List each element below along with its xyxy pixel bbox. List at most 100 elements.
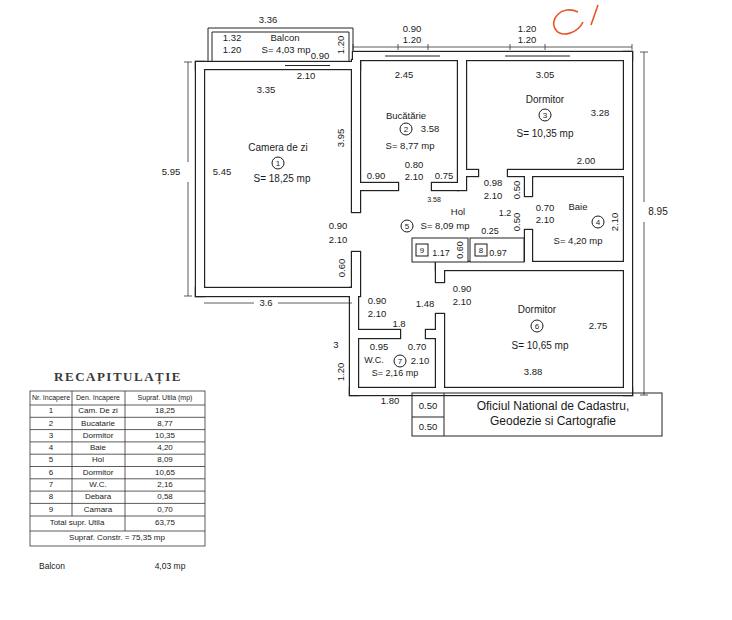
- window-mark: [285, 65, 330, 66]
- room-text: S= 2,16 mp: [372, 369, 418, 378]
- table-cell: 10,65: [155, 468, 175, 476]
- dimension-label: 1.20: [518, 24, 537, 34]
- table-cell: Total supr. Utila: [50, 519, 105, 527]
- window-mark: [505, 56, 570, 57]
- table-cell: 18,25: [155, 407, 175, 415]
- table-cell: 2: [49, 419, 53, 427]
- table-cell: 7: [49, 481, 53, 489]
- dimension-label: 2.10: [610, 213, 620, 232]
- dimension-label: 0.25: [481, 227, 499, 236]
- dimension-label: 5.45: [213, 167, 232, 177]
- room-text: W.C.: [364, 356, 384, 365]
- window-mark: [385, 56, 440, 57]
- dimension-label: 2.10: [484, 191, 503, 201]
- dimension-label: 2.10: [536, 215, 555, 225]
- dimension-label: 3.88: [524, 367, 543, 377]
- wall-outline: [196, 52, 632, 395]
- dimension-label: 0.80: [405, 160, 424, 170]
- dimension-label: 1.20: [518, 35, 537, 45]
- dimension-label: 3.35: [257, 85, 276, 95]
- table-grid: [30, 391, 205, 546]
- dimension-label: 2.00: [577, 156, 596, 166]
- dimension-label: 0.90: [453, 284, 472, 294]
- dimension-label: 0.90: [329, 221, 348, 231]
- dimension-label: 0.50: [512, 213, 522, 232]
- pen-mark: [554, 5, 598, 34]
- room-text: S= 10,65 mp: [512, 341, 569, 352]
- table-cell: 9: [49, 505, 53, 513]
- table-cell: Dormitor: [83, 468, 114, 476]
- dimension-label: 0.70: [536, 203, 555, 213]
- room-text: Dormitor: [518, 305, 556, 316]
- dimension-label: 0.70: [408, 342, 427, 352]
- room-text: S= 4,03 mp: [262, 45, 311, 55]
- room-text: Baie: [568, 202, 587, 212]
- balcony-outline: [208, 28, 353, 62]
- table-cell: Bucatarie: [81, 419, 115, 427]
- table-cell: 3: [49, 432, 53, 440]
- dimension-label: 1.20: [403, 35, 422, 45]
- dimension-label: 1.17: [432, 249, 450, 258]
- dimension-label: 0.60: [337, 259, 347, 278]
- room-number: 6: [531, 320, 544, 333]
- stamp-box: [412, 393, 662, 436]
- dimension-label: 2.10: [453, 297, 472, 307]
- room-text: Hol: [451, 207, 465, 217]
- table-cell: 10,35: [155, 432, 175, 440]
- room-text: S= 4,20 mp: [554, 236, 603, 246]
- dimension-label: 3: [333, 340, 338, 350]
- dimension-label: 0.50: [512, 181, 522, 200]
- room-text: Bucătărie: [386, 111, 426, 121]
- dimension-label: 1.2: [499, 209, 512, 218]
- dimension-label: 3.95: [336, 129, 346, 148]
- closet-number: 9: [416, 244, 429, 257]
- dimension-label: 3.58: [427, 196, 441, 203]
- stamp-text: Oficiul National de Cadastru, Geodezie s…: [453, 399, 653, 429]
- table-cell: Cam. De zi: [78, 407, 118, 415]
- dimension-label: 1.8: [392, 319, 405, 329]
- table-header: Nr. încapere: [32, 394, 70, 401]
- room-text: Camera de zi: [248, 143, 307, 154]
- dimension-label: 0.97: [489, 249, 507, 258]
- table-cell: W.C.: [89, 481, 106, 489]
- dimension-label: 1.20: [223, 45, 242, 55]
- dimension-label: 0.90: [403, 24, 422, 34]
- dimension-label: 0.95: [370, 342, 389, 352]
- dimension-label: 2.75: [589, 321, 608, 331]
- dimension-label: 1.48: [416, 299, 435, 309]
- table-header: Supraf. Utila (mp): [138, 394, 193, 401]
- dimension-label: 3.05: [536, 70, 555, 80]
- dimension-label: 8.95: [648, 207, 667, 218]
- room-number: 7: [394, 355, 407, 368]
- room-text: S= 18,25 mp: [254, 174, 311, 185]
- room-text: S= 8,77 mp: [386, 141, 435, 151]
- room-number: 3: [539, 109, 552, 122]
- dimension-label: 2.45: [395, 70, 414, 80]
- dimension-label: 0.90: [368, 296, 387, 306]
- table-cell: Camara: [84, 505, 112, 513]
- dimension-label: 0.50: [419, 422, 438, 432]
- table-cell: Dormitor: [83, 432, 114, 440]
- table-cell: 8,77: [157, 419, 173, 427]
- balcony-outline: [212, 32, 349, 62]
- room-text: Dormitor: [526, 95, 564, 106]
- dimension-label: 1.32: [223, 33, 242, 43]
- dimension-lines: [184, 44, 648, 395]
- dimension-label: 5.95: [162, 167, 181, 177]
- dimension-label: 0.90: [311, 51, 330, 61]
- table-cell: 8: [49, 493, 53, 501]
- table-cell: 2,16: [157, 481, 173, 489]
- stamp-divider: [412, 417, 444, 418]
- room-number: 5: [401, 220, 414, 233]
- table-cell: 4,20: [157, 444, 173, 452]
- table-cell: 5: [49, 456, 53, 464]
- dimension-label: 2.10: [329, 235, 348, 245]
- table-cell: Balcon: [39, 562, 65, 571]
- table-cell: 0,58: [157, 493, 173, 501]
- stamp-text-box: Oficiul National de Cadastru, Geodezie s…: [412, 393, 662, 436]
- closet-number: 8: [475, 244, 488, 257]
- dimension-label: 0.60: [456, 241, 465, 259]
